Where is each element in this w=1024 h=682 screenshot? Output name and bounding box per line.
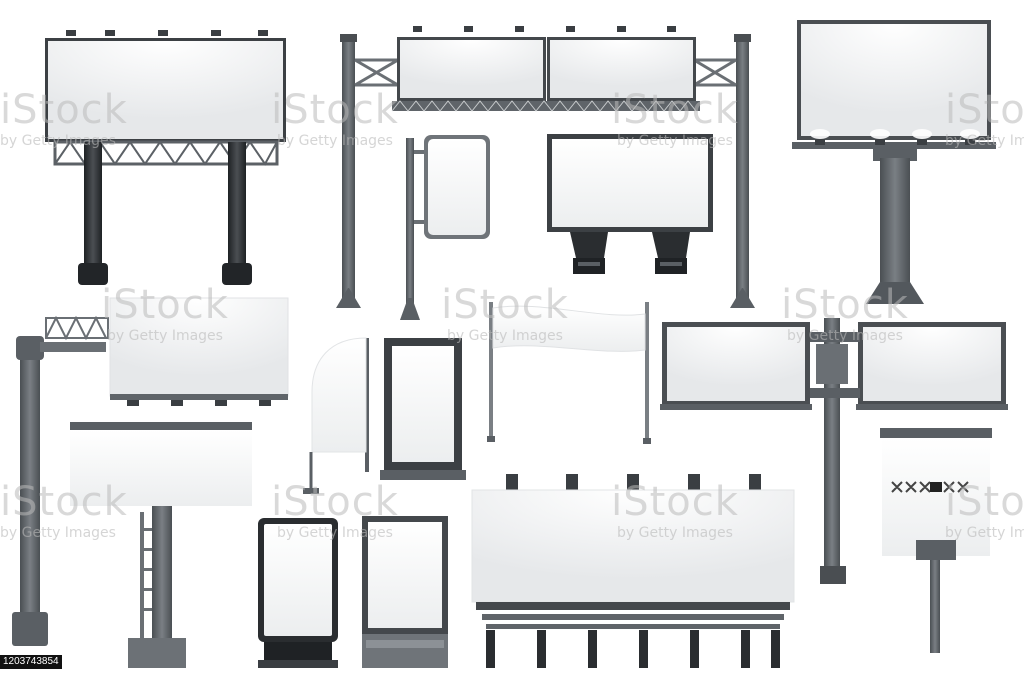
stock-id-label: 1203743854 xyxy=(0,655,62,669)
billboard-lit-bottom xyxy=(109,297,289,406)
citylight-box-left xyxy=(258,518,338,668)
citylight-box-right xyxy=(362,516,448,668)
sign-vertical-on-pole xyxy=(400,135,490,320)
billboard-gantry-double xyxy=(336,26,755,308)
standing-lightbox xyxy=(380,338,466,480)
billboard-ladder-pole xyxy=(70,422,252,668)
billboard-wide-multi-leg xyxy=(471,474,795,668)
feather-flag xyxy=(303,337,369,494)
billboard-two-leg-truss xyxy=(45,30,286,285)
sign-torn-panel xyxy=(880,428,992,653)
billboard-double-side-pole xyxy=(660,318,1008,584)
street-post-with-rack xyxy=(12,315,109,646)
billboard-single-pole xyxy=(792,20,996,304)
billboard-framed-clamp-base xyxy=(547,134,713,274)
banner-between-poles xyxy=(487,302,651,444)
